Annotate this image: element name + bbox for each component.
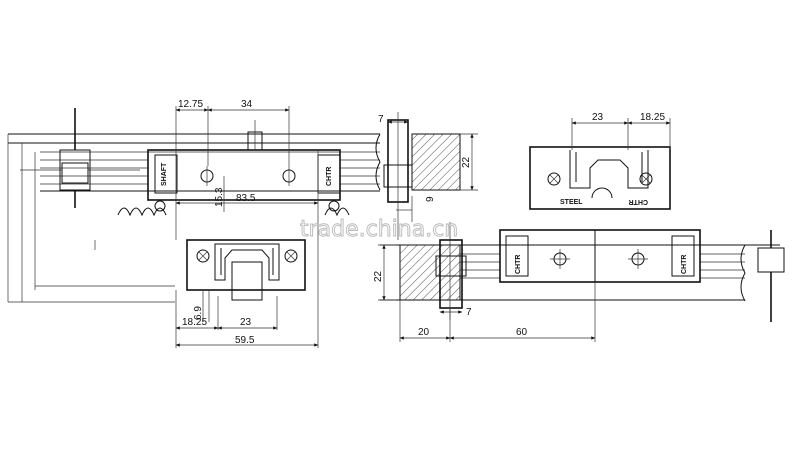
chtr-side-label-2: CHTR <box>681 255 688 274</box>
chtr-side-label: CHTR <box>515 255 522 274</box>
dim-6-9: 6.9 <box>193 306 204 320</box>
mid-hatched-block <box>411 133 461 191</box>
dim-20: 20 <box>418 327 430 338</box>
dim-12-75: 12.75 <box>178 99 203 110</box>
steel-label: STEEL <box>560 199 583 206</box>
dim-22-right: 22 <box>373 270 384 282</box>
right-dimensions: 22 20 60 7 <box>373 244 596 342</box>
chtr-label-reversed: CHTR <box>629 198 648 205</box>
dim-15-3: 15.3 <box>214 187 225 207</box>
chtr-label-left: CHTR <box>326 167 333 186</box>
left-bottom-dimensions: 18.25 23 59.5 6.9 <box>175 290 319 348</box>
left-outer-dimensions <box>7 134 175 303</box>
dim-59-5: 59.5 <box>235 335 255 346</box>
left-top-dimensions: 12.75 34 83.5 15.3 <box>175 99 319 348</box>
dim-9-mid: 9 <box>425 196 436 202</box>
right-hatched-block <box>399 244 461 301</box>
left-cross-section <box>186 239 306 301</box>
dim-22-mid: 22 <box>461 156 472 168</box>
left-view: SHAFT CHTR 12. <box>7 99 380 348</box>
left-rail-upper <box>8 108 380 208</box>
dim-34-left: 34 <box>241 99 253 110</box>
dim-18-25-left: 18.25 <box>182 317 207 328</box>
left-spring <box>117 200 350 217</box>
right-lower-block: CHTR CHTR <box>499 229 701 283</box>
middle-view: 22 7 9 <box>375 112 478 240</box>
dim-18-25-right: 18.25 <box>640 112 665 123</box>
dim-60: 60 <box>516 327 528 338</box>
dim-83-5: 83.5 <box>236 193 256 204</box>
dim-7-mid: 7 <box>378 114 384 125</box>
dim-23-right: 23 <box>592 112 604 123</box>
right-rail-lower <box>380 222 785 322</box>
dim-23-left: 23 <box>240 317 252 328</box>
right-view: STEEL CHTR 23 18.25 <box>373 112 785 342</box>
right-top-profile: STEEL CHTR 23 18.25 <box>529 112 671 210</box>
watermark-text: trade.china.cn <box>300 217 458 242</box>
left-slider-block: SHAFT CHTR <box>147 120 341 201</box>
shaft-label-left: SHAFT <box>161 162 168 186</box>
dim-7-right: 7 <box>466 307 472 318</box>
